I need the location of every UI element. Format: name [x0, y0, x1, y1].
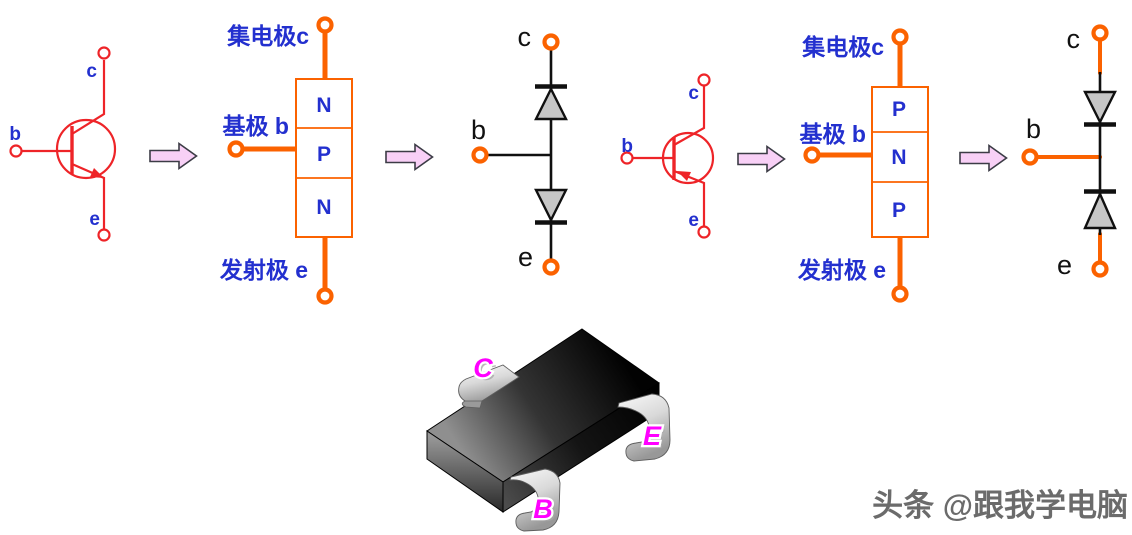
pnp-collector-cn-label: 集电极c — [801, 34, 884, 60]
npn-be-diode-triangle — [534, 188, 568, 223]
pnp-base-cn-label: 基极 b — [800, 121, 866, 147]
pin-label-b: B — [533, 494, 553, 524]
pnp-structure-block: P N P 集电极c 基极 b 发射极 e — [797, 28, 929, 303]
npn-symbol-emitter-label: e — [89, 209, 100, 230]
pnp-collector-terminal — [697, 73, 711, 87]
pnp-base-terminal — [620, 151, 634, 165]
pin-label-b-shadow: B — [536, 497, 556, 527]
npn-collector-terminal — [97, 46, 111, 60]
pnp-layer-n-mid: N — [891, 146, 906, 169]
npn-layer-p-mid: P — [317, 143, 331, 166]
pin-label-c: C — [473, 353, 493, 383]
npn-structure-block: N P N 集电极c 基极 b 发射极 e — [219, 16, 353, 305]
npn-diode-emitter-terminal — [542, 258, 560, 276]
pnp-block-base-terminal — [803, 146, 821, 164]
pnp-block-outline — [871, 86, 929, 238]
pnp-cb-diode-triangle — [1083, 90, 1117, 125]
npn-symbol-collector-label: c — [86, 61, 97, 82]
npn-diode-collector-label: c — [518, 22, 532, 52]
pnp-layer-p-top: P — [892, 98, 906, 121]
npn-collector-cn-label: 集电极c — [226, 23, 309, 49]
pnp-emitter-cn-label: 发射极 e — [797, 257, 886, 283]
npn-diode-base-terminal — [471, 146, 489, 164]
pnp-diode-base-terminal — [1021, 148, 1039, 166]
npn-emitter-cn-label: 发射极 e — [219, 257, 308, 283]
npn-block-outline — [295, 78, 353, 238]
pnp-diode-base-label: b — [1026, 114, 1041, 144]
npn-layer-n-top: N — [316, 94, 331, 117]
pnp-transistor-symbol: c b e — [620, 73, 715, 239]
pnp-emitter-arrowhead — [677, 171, 691, 181]
flow-arrow-4 — [959, 143, 1008, 173]
pnp-symbol-base-label: b — [621, 136, 633, 157]
pnp-diode-emitter-terminal — [1091, 260, 1109, 278]
pnp-emitter-terminal — [697, 225, 711, 239]
watermark-text: 头条 @跟我学电脑 — [872, 488, 1128, 523]
pnp-block-emitter-terminal — [891, 285, 909, 303]
flow-arrow-3 — [737, 144, 786, 174]
flow-arrow-1 — [149, 141, 198, 171]
watermark: 头条 @跟我学电脑 头条 @跟我学电脑 — [872, 488, 1131, 526]
npn-block-base-terminal — [227, 140, 245, 158]
pin-label-e: E — [643, 421, 662, 451]
npn-symbol-base-label: b — [9, 124, 21, 145]
package-lead-b — [509, 468, 561, 532]
pnp-collector-lead — [673, 86, 706, 146]
pnp-diode-equivalent: c b e — [1021, 24, 1117, 280]
npn-collector-lead — [71, 60, 106, 135]
pnp-layer-p-bottom: P — [892, 199, 906, 222]
npn-transistor-symbol: c b e — [9, 46, 117, 242]
flow-arrow-2 — [385, 142, 434, 172]
npn-diode-equivalent: c b e — [471, 22, 568, 276]
npn-base-terminal — [9, 144, 23, 158]
npn-block-emitter-terminal — [316, 287, 334, 305]
npn-emitter-arrowhead — [90, 168, 104, 178]
npn-diode-collector-terminal — [542, 33, 560, 51]
arrow-right-icon — [385, 142, 434, 172]
npn-base-cn-label: 基极 b — [223, 113, 289, 139]
npn-emitter-terminal — [97, 228, 111, 242]
npn-diode-emitter-label: e — [518, 242, 533, 272]
arrow-right-icon — [737, 144, 786, 174]
sot23-package: C C E E B B — [426, 328, 671, 532]
arrow-right-icon — [149, 141, 198, 171]
npn-layer-n-bottom: N — [316, 196, 331, 219]
arrow-right-icon — [959, 143, 1008, 173]
npn-bc-diode-triangle — [534, 86, 568, 121]
pnp-eb-diode-triangle — [1083, 191, 1117, 230]
npn-symbol-circle — [55, 118, 117, 180]
pin-label-c-shadow: C — [476, 356, 496, 386]
package-lead-c-edge — [461, 400, 483, 409]
pnp-block-collector-terminal — [891, 28, 909, 46]
watermark-highlight: 头条 @跟我学电脑 — [875, 491, 1131, 526]
package-lead-e — [617, 393, 671, 462]
pin-label-e-shadow: E — [646, 424, 665, 454]
pnp-diode-collector-label: c — [1067, 24, 1081, 54]
pnp-diode-emitter-label: e — [1057, 250, 1072, 280]
pnp-diode-collector-terminal — [1091, 24, 1109, 42]
pnp-symbol-emitter-label: e — [688, 210, 699, 231]
npn-block-collector-terminal — [316, 16, 334, 34]
npn-diode-base-label: b — [471, 115, 486, 145]
pnp-symbol-collector-label: c — [688, 83, 699, 104]
